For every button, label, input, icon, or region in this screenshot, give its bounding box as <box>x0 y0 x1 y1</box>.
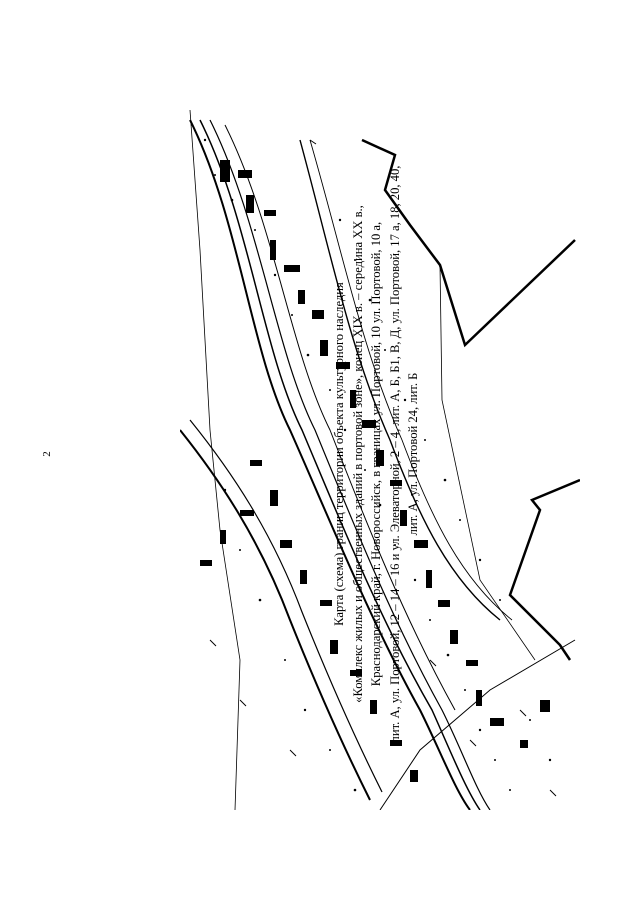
map-drawing <box>180 109 580 810</box>
boundary-line-thin <box>439 264 536 661</box>
boundary-line-bottom <box>379 639 576 810</box>
building-footprints <box>200 160 550 782</box>
railway-tracks <box>180 119 513 810</box>
boundary-line-thin-left <box>189 109 241 810</box>
map-stipple <box>203 138 552 792</box>
map-dashes <box>209 139 557 797</box>
boundary-line-upper <box>361 138 576 348</box>
map-image <box>180 100 580 810</box>
boundary-line-lower <box>508 478 580 661</box>
page-number: 2 <box>40 451 53 457</box>
